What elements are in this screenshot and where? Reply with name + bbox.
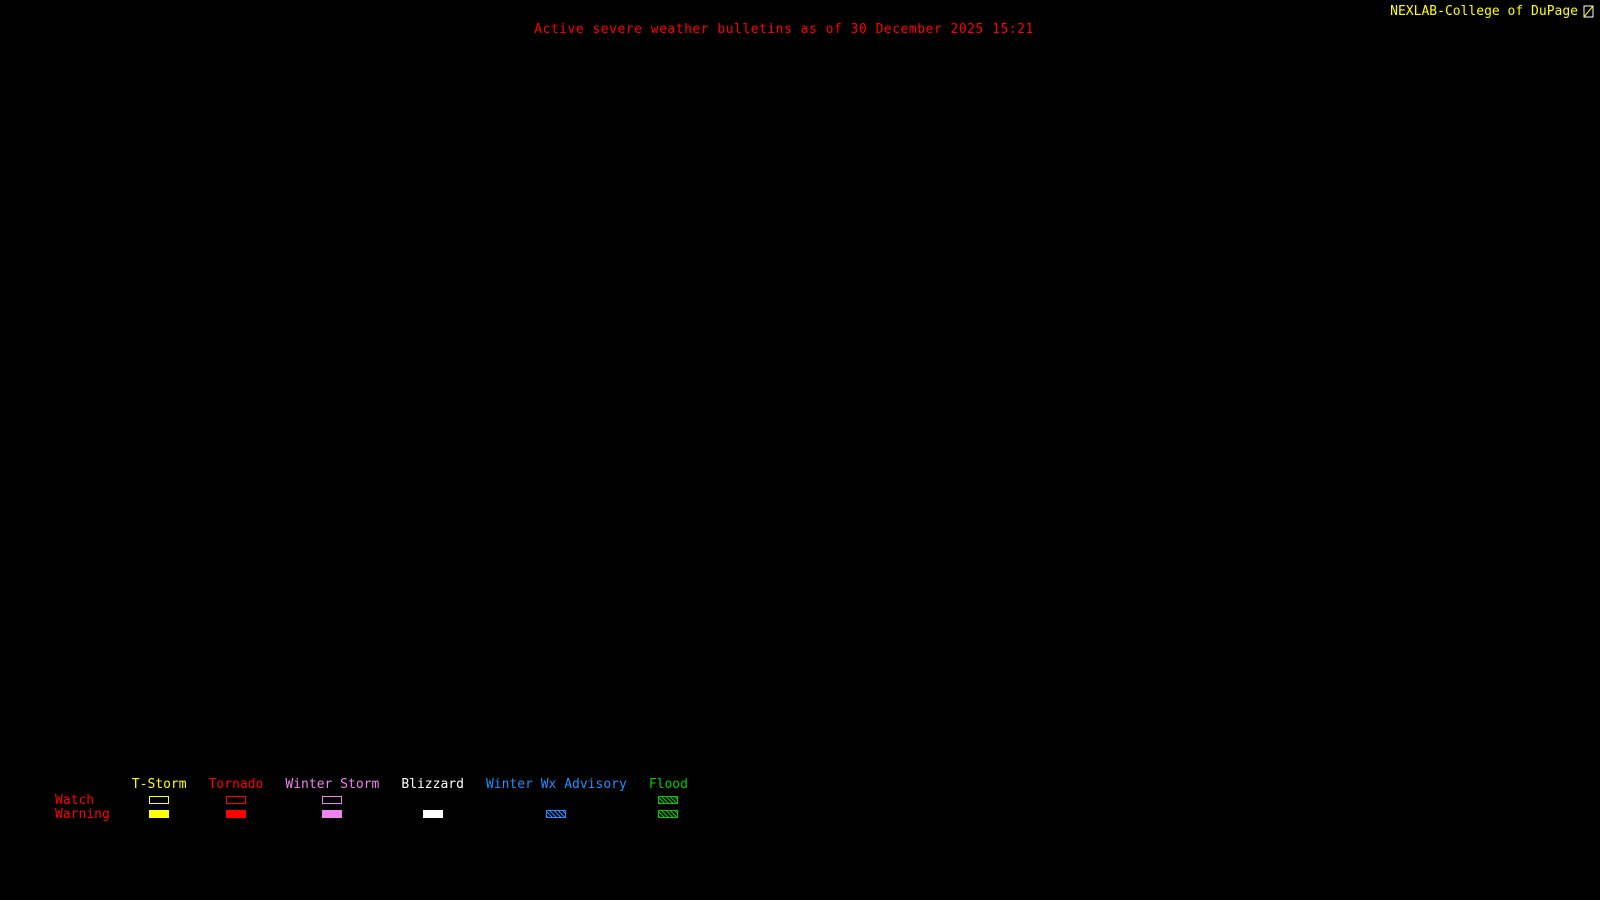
legend-header-tornado: Tornado [208, 777, 264, 792]
tornado-warning-swatch [225, 810, 246, 818]
legend-col-winter-storm: Winter Storm [285, 776, 379, 821]
page-title: Active severe weather bulletins as of 30… [534, 22, 1034, 37]
legend-cell [322, 807, 343, 821]
legend-col-blizzard: Blizzard [401, 776, 464, 821]
flood-warning-swatch [658, 810, 679, 818]
legend-header-t-storm: T-Storm [131, 777, 187, 792]
legend-row-label-warning: Warning [55, 806, 110, 822]
legend-cell [423, 793, 443, 807]
winter-storm-watch-swatch [322, 796, 343, 804]
legend-cell [546, 793, 566, 807]
winter-wx-advisory-warning-swatch [546, 810, 567, 818]
legend-col-t-storm: T-Storm [132, 776, 187, 821]
tornado-watch-swatch [225, 796, 246, 804]
legend-col-winter-wx-advisory: Winter Wx Advisory [486, 776, 627, 821]
legend-header-blizzard: Blizzard [401, 777, 464, 792]
legend-cell [422, 807, 443, 821]
legend-spacer [55, 776, 63, 793]
cod-logo-icon [1583, 5, 1594, 18]
legend-col-flood: Flood [649, 776, 688, 821]
legend-cell [225, 807, 246, 821]
legend-cell [658, 793, 679, 807]
legend-cell [658, 807, 679, 821]
t-storm-watch-swatch [149, 796, 170, 804]
legend-cell [149, 793, 170, 807]
attribution: NEXLAB-College of DuPage [1390, 4, 1594, 19]
legend-header-winter-wx-advisory: Winter Wx Advisory [485, 777, 627, 792]
legend-cell [149, 807, 170, 821]
legend: Watch Warning T-Storm Tornado Winter Sto… [55, 776, 688, 822]
attribution-text: NEXLAB-College of DuPage [1390, 4, 1578, 19]
legend-cell [322, 793, 343, 807]
legend-col-tornado: Tornado [208, 776, 264, 821]
legend-row-label-watch: Watch [55, 792, 95, 808]
legend-header-winter-storm: Winter Storm [285, 777, 380, 792]
legend-cell [546, 807, 567, 821]
t-storm-warning-swatch [149, 810, 170, 818]
legend-cell [225, 793, 246, 807]
legend-row-labels: Watch Warning [55, 776, 110, 822]
flood-watch-swatch [658, 796, 679, 804]
winter-storm-warning-swatch [322, 810, 343, 818]
legend-header-flood: Flood [648, 777, 688, 792]
blizzard-warning-swatch [422, 810, 443, 818]
